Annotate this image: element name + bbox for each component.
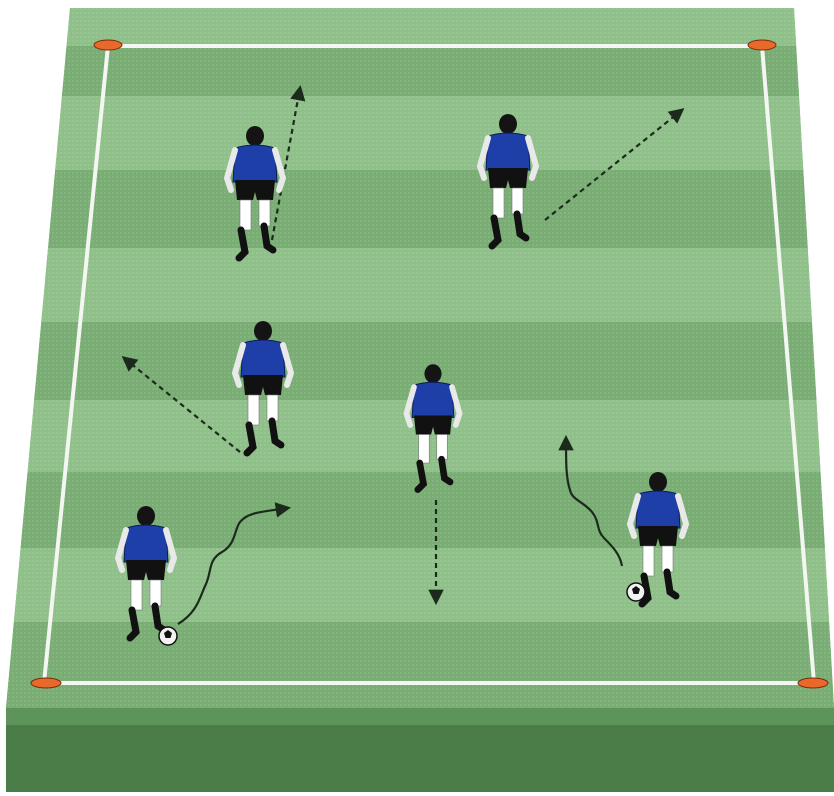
cone-top-right (748, 40, 776, 50)
player-shirt (486, 133, 530, 170)
player-left-leg (131, 580, 142, 610)
cone-bottom-left (31, 678, 61, 688)
field-base-bottom (6, 725, 834, 792)
player-left-leg (493, 188, 504, 218)
player-left-leg (419, 435, 429, 464)
player-head (137, 506, 155, 526)
player-shirt (241, 340, 285, 377)
player-left-leg (240, 200, 251, 230)
player-shirt (233, 145, 277, 182)
player-left-leg (643, 546, 654, 576)
player-right-leg (437, 435, 447, 460)
player-head (499, 114, 517, 134)
player-head (424, 364, 441, 383)
cone-bottom-right (798, 678, 828, 688)
player-head (254, 321, 272, 341)
player-head (649, 472, 667, 492)
player-head (246, 126, 264, 146)
player-shirt (636, 491, 680, 528)
player-right-leg (267, 395, 278, 421)
player-right-leg (150, 580, 161, 606)
player-right-leg (662, 546, 673, 572)
soccer-ball (627, 583, 645, 601)
player-left-leg (248, 395, 259, 425)
soccer-ball (159, 627, 177, 645)
player-right-leg (259, 200, 270, 226)
player-shirt (124, 525, 168, 562)
cone-top-left (94, 40, 122, 50)
player-right-leg (512, 188, 523, 214)
player-shirt (412, 382, 454, 417)
